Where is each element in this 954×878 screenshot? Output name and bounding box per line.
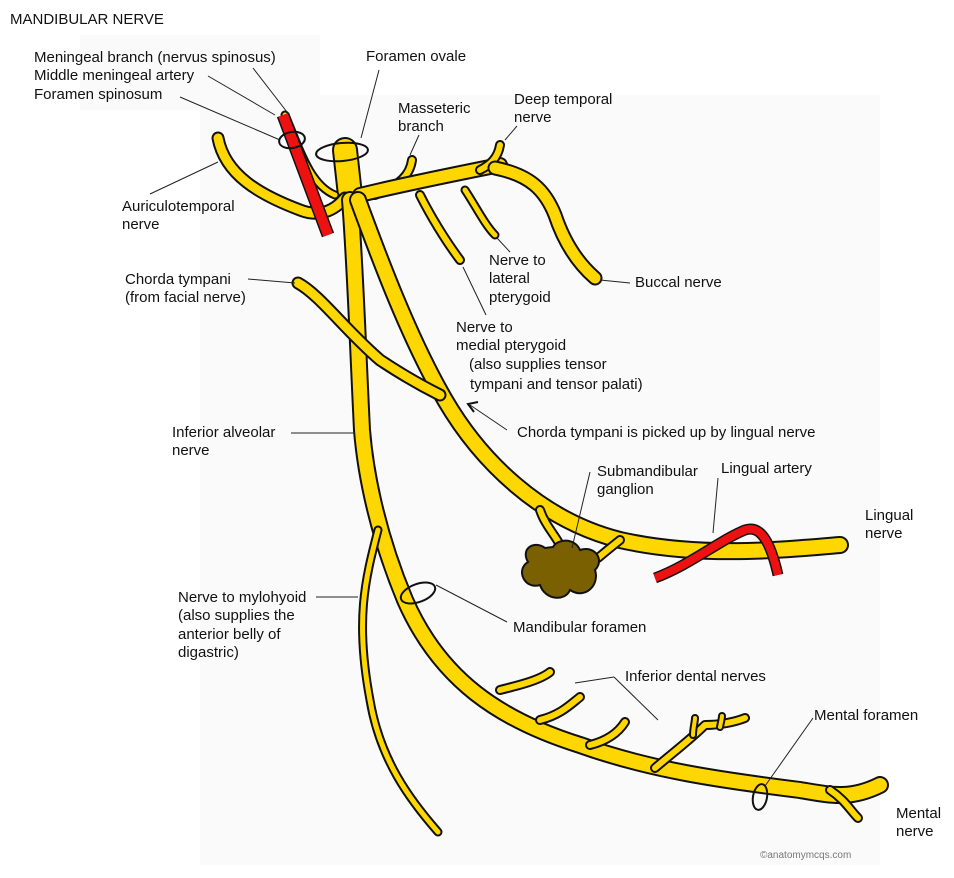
label-mylohyoid-line4: digastric) bbox=[178, 644, 239, 661]
foramen-spinosum bbox=[278, 130, 306, 150]
nerve-inferior-dental-2 bbox=[535, 692, 585, 725]
leader-buccal bbox=[599, 279, 631, 284]
label-masseteric-line1: Masseteric bbox=[398, 100, 471, 117]
nerve-inferior-dental-4 bbox=[650, 713, 750, 773]
nerve-mylohyoid bbox=[357, 525, 443, 837]
label-inferior-alveolar-line1: Inferior alveolar bbox=[172, 424, 276, 441]
label-middle-meningeal-artery: Middle meningeal artery bbox=[34, 67, 195, 84]
nerve-chorda-tympani bbox=[291, 276, 447, 402]
diagram-title: MANDIBULAR NERVE bbox=[10, 11, 164, 28]
nerve-mental-fork bbox=[825, 785, 863, 823]
leader-mental-foramen bbox=[764, 717, 814, 787]
nerve-inferior-dental-1 bbox=[495, 667, 555, 695]
label-lingual-nerve-line2: nerve bbox=[865, 525, 903, 542]
label-foramen-ovale: Foramen ovale bbox=[366, 48, 467, 65]
nerve-inferior-dental-3 bbox=[585, 717, 630, 750]
leader-meningeal-branch bbox=[252, 67, 288, 113]
label-lingual-nerve-line1: Lingual bbox=[865, 507, 914, 524]
label-chorda-tympani-line1: Chorda tympani bbox=[125, 271, 231, 288]
label-meningeal-branch: Meningeal branch (nervus spinosus) bbox=[34, 49, 276, 66]
leader-inferior-dental-b bbox=[613, 676, 659, 721]
mental-foramen bbox=[751, 783, 769, 811]
label-mylohyoid-line2: (also supplies the bbox=[178, 607, 295, 624]
label-medial-pterygoid-line2: medial pterygoid bbox=[456, 337, 567, 354]
nerve-buccal bbox=[487, 160, 603, 286]
label-submandibular-line1: Submandibular bbox=[597, 463, 698, 480]
label-inferior-alveolar-line2: nerve bbox=[172, 442, 210, 459]
label-medial-pterygoid-line1: Nerve to bbox=[456, 319, 513, 336]
nerve-medial-pterygoid bbox=[415, 190, 465, 265]
label-mental-foramen: Mental foramen bbox=[814, 707, 919, 724]
leader-lateral-pterygoid bbox=[496, 237, 511, 253]
submandibular-ganglion bbox=[521, 539, 600, 599]
leader-chorda-tympani bbox=[247, 278, 296, 284]
leader-pickup-arrow bbox=[469, 404, 508, 431]
leader-lingual-artery bbox=[712, 477, 719, 534]
foramen-ovale bbox=[315, 141, 369, 163]
label-chorda-pickup: Chorda tympani is picked up by lingual n… bbox=[517, 424, 816, 441]
label-masseteric-line2: branch bbox=[398, 118, 444, 135]
leader-foramen-ovale bbox=[360, 69, 380, 139]
label-inferior-dental-nerves: Inferior dental nerves bbox=[625, 668, 766, 685]
label-lingual-artery: Lingual artery bbox=[721, 460, 812, 477]
label-buccal-nerve: Buccal nerve bbox=[635, 274, 722, 291]
label-chorda-tympani-line2: (from facial nerve) bbox=[125, 289, 246, 306]
nerve-lateral-pterygoid bbox=[460, 185, 500, 240]
middle-meningeal-artery bbox=[276, 112, 335, 238]
leader-auriculotemporal bbox=[149, 161, 219, 195]
nerve-main-trunk bbox=[332, 137, 363, 208]
label-lateral-pterygoid-line2: lateral bbox=[489, 270, 530, 287]
diagram-background-left bbox=[80, 35, 320, 110]
leader-middle-meningeal-artery bbox=[207, 75, 276, 116]
label-submandibular-line2: ganglion bbox=[597, 481, 654, 498]
copyright-notice: ©anatomymcqs.com bbox=[760, 850, 852, 861]
label-auriculotemporal-line1: Auriculotemporal bbox=[122, 198, 235, 215]
leader-submandibular bbox=[571, 471, 591, 549]
leader-foramen-spinosum bbox=[179, 96, 281, 141]
nerve-inferior-alveolar bbox=[341, 191, 889, 804]
label-mental-nerve-line2: nerve bbox=[896, 823, 934, 840]
label-mental-nerve-line1: Mental bbox=[896, 805, 942, 822]
leader-deep-temporal bbox=[504, 125, 518, 141]
label-mandibular-foramen: Mandibular foramen bbox=[513, 619, 647, 636]
nerve-inferior-dental-4c bbox=[716, 712, 726, 731]
leader-mandibular-foramen bbox=[435, 584, 508, 623]
label-lateral-pterygoid-line1: Nerve to bbox=[489, 252, 546, 269]
label-medial-pterygoid-line3: (also supplies tensor bbox=[469, 356, 607, 373]
label-medial-pterygoid-line4: tympani and tensor palati) bbox=[470, 376, 643, 393]
leader-medial-pterygoid bbox=[462, 266, 487, 316]
nerve-inferior-dental-4b bbox=[689, 714, 699, 739]
lingual-artery bbox=[653, 523, 784, 584]
nerve-deep-temporal bbox=[475, 140, 505, 175]
label-foramen-spinosum: Foramen spinosum bbox=[34, 86, 163, 103]
nerve-ganglion-connection-2 bbox=[593, 535, 625, 563]
label-deep-temporal-line2: nerve bbox=[514, 109, 552, 126]
mandibular-foramen bbox=[399, 581, 437, 605]
leader-masseteric bbox=[409, 134, 420, 156]
nerve-lingual bbox=[349, 191, 849, 561]
label-mylohyoid-line3: anterior belly of bbox=[178, 626, 281, 643]
arrowhead-icon bbox=[466, 401, 479, 413]
nerve-auriculotemporal bbox=[211, 131, 352, 220]
label-auriculotemporal-line2: nerve bbox=[122, 216, 160, 233]
label-mylohyoid-line1: Nerve to mylohyoid bbox=[178, 589, 307, 606]
label-lateral-pterygoid-line3: pterygoid bbox=[489, 289, 551, 306]
label-deep-temporal-line1: Deep temporal bbox=[514, 91, 613, 108]
leader-inferior-dental-a bbox=[574, 676, 615, 684]
